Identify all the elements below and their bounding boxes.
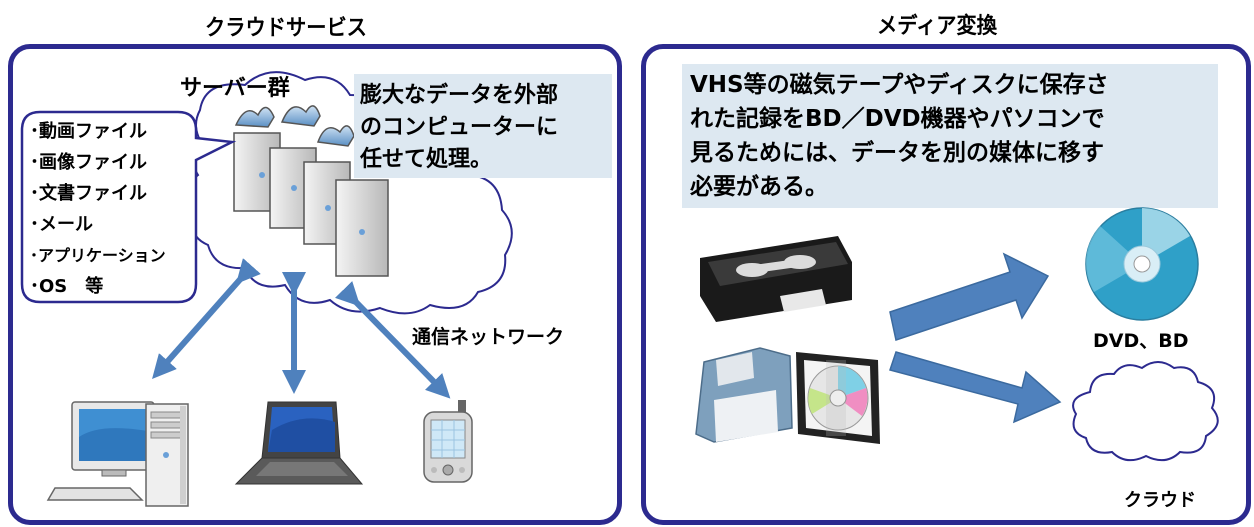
cloud-label: クラウド [1124,490,1196,511]
arrow-phone [335,281,451,399]
network-label: 通信ネットワーク [412,326,565,348]
media-note-line: 必要がある。 [690,174,828,200]
media-note-line: VHS等の磁気テープやディスクに保存さ [690,72,1109,98]
media-note-box: VHS等の磁気テープやディスクに保存さ れた記録をBD／DVD機器やパソコンで … [682,64,1218,208]
cloud-note-line: 膨大なデータを外部 [360,83,559,108]
cloud-service-title: クラウドサービス [205,16,367,41]
arrow-desktop [152,258,261,379]
media-note-line: れた記録をBD／DVD機器やパソコンで [690,106,1105,132]
cloud-note-line: 任せて処理。 [360,147,493,172]
arrow-to-dvd [889,252,1050,341]
file-list-item: ･アプリケーション [30,246,166,265]
arrow-to-cloud [889,351,1062,424]
media-note-line: 見るためには、データを別の媒体に移す [690,140,1104,166]
dvd-bd-label: DVD、BD [1093,330,1189,352]
file-list-item: ･OS 等 [30,276,104,297]
network-arrows [152,258,451,399]
file-list-item: ･メール [30,214,93,235]
file-list-item: ･文書ファイル [30,183,147,204]
server-group-label: サーバー群 [180,76,290,101]
laptop-icon [234,401,364,485]
file-list-item: ･動画ファイル [30,121,147,142]
media-conversion-title: メディア変換 [877,14,998,39]
smartphone-icon [423,400,473,483]
cloud-note-box: 膨大なデータを外部 のコンピューターに 任せて処理。 [354,74,612,178]
server-cluster-icon [233,105,389,277]
file-list: ･動画ファイル ･画像ファイル ･文書ファイル ･メール ･アプリケーション ･… [30,116,166,302]
file-list-item: ･画像ファイル [30,152,147,173]
desktop-pc-icon [46,401,189,507]
cloud-note-line: のコンピューターに [360,115,559,140]
